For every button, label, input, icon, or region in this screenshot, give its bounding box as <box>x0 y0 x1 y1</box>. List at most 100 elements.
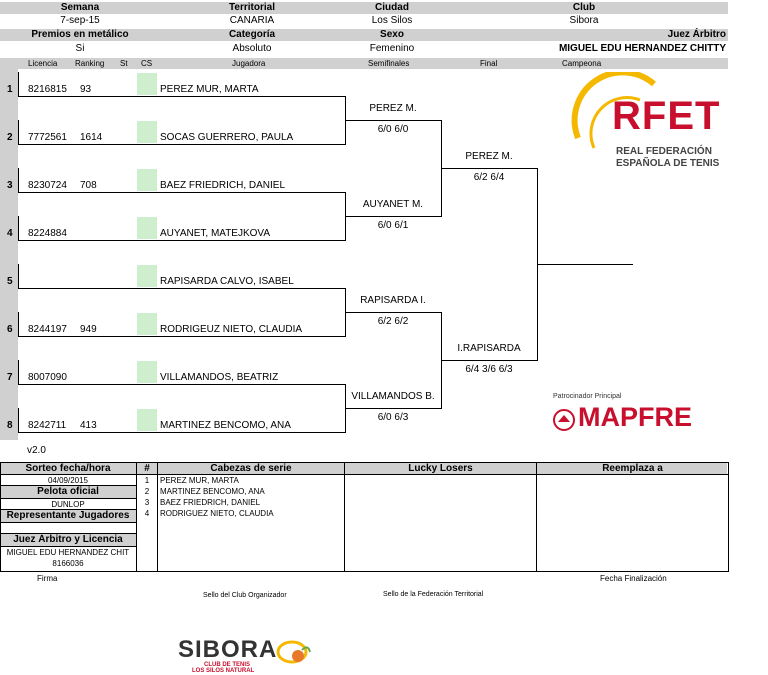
player-number: 3 <box>7 180 13 191</box>
cabezas-label: Cabezas de serie <box>210 463 292 474</box>
player-number: 4 <box>7 228 13 239</box>
reemplaza-label: Reemplaza a <box>602 463 663 474</box>
player-ranking: 413 <box>80 420 97 431</box>
cs-cell <box>137 409 157 431</box>
patrocinador-label: Patrocinador Principal <box>553 393 622 400</box>
player-licencia: 7772561 <box>28 132 67 143</box>
juez-name: MIGUEL EDU HERNANDEZ CHIT <box>6 548 130 557</box>
fecha-fin-label: Fecha Finalización <box>600 574 667 583</box>
player-underline <box>18 384 346 385</box>
bottom-table <box>0 462 729 572</box>
player-underline <box>18 192 346 193</box>
juez-arbitro-label: Juez Árbitro y Licencia <box>13 534 123 545</box>
semana-value: 7-sep-15 <box>60 15 100 26</box>
player-licencia: 8224884 <box>28 228 67 239</box>
player-number: 1 <box>7 84 13 95</box>
semi-name: PEREZ M. <box>369 103 417 114</box>
col-licencia: Licencia <box>28 59 58 68</box>
player-licencia: 8216815 <box>28 84 67 95</box>
player-licencia: 8244197 <box>28 324 67 335</box>
seed-number: 3 <box>144 498 150 507</box>
player-underline <box>18 240 346 241</box>
club-label: Club <box>572 2 596 13</box>
col-jugadora: Jugadora <box>232 59 266 68</box>
semi-underline <box>345 120 441 121</box>
player-ranking: 949 <box>80 324 97 335</box>
player-ranking: 708 <box>80 180 97 191</box>
territorial-value: CANARIA <box>229 15 275 26</box>
sibora-sub1: CLUB DE TENIS <box>204 662 251 668</box>
player-left-border <box>18 168 19 192</box>
player-name: AUYANET, MATEJKOVA <box>160 228 271 239</box>
player-number: 2 <box>7 132 13 143</box>
rfet-logo: RFET REAL FEDERACIÓN ESPAÑOLA DE TENIS <box>568 72 728 172</box>
sello-fed-label: Sello de la Federación Territorial <box>383 591 484 598</box>
sibora-text: SIBORA <box>178 636 278 663</box>
cs-cell <box>137 313 157 335</box>
representante-label: Representante Jugadores <box>6 510 130 521</box>
seed-name: RODRIGUEZ NIETO, CLAUDIA <box>160 509 274 518</box>
final-score: 6/4 3/6 6/3 <box>465 364 513 375</box>
player-underline <box>18 432 346 433</box>
sello-club-label: Sello del Club Organizador <box>203 592 287 599</box>
semi-underline <box>345 312 441 313</box>
player-number: 7 <box>7 372 13 383</box>
lucky-label: Lucky Losers <box>408 463 473 474</box>
player-underline <box>18 288 346 289</box>
player-underline <box>18 144 346 145</box>
mapfre-icon <box>553 409 575 431</box>
firma-label: Firma <box>37 574 58 583</box>
col-st: St <box>120 59 128 68</box>
semi-name: RAPISARDA I. <box>360 295 426 306</box>
rfet-line2: ESPAÑOLA DE TENIS <box>616 158 720 169</box>
player-number: 6 <box>7 324 13 335</box>
mapfre-logo: MAPFRE <box>552 402 724 432</box>
player-licencia: 8242711 <box>28 420 67 431</box>
player-left-border <box>18 120 19 144</box>
player-name: BAEZ FRIEDRICH, DANIEL <box>160 180 286 191</box>
sibora-logo: SIBORA CLUB DE TENIS LOS SILOS NATURAL <box>178 636 318 674</box>
cs-cell <box>137 73 157 95</box>
cs-cell <box>137 169 157 191</box>
seed-number: 2 <box>144 487 150 496</box>
seed-number: 4 <box>144 509 150 518</box>
juez-label: Juez Árbitro <box>667 29 726 40</box>
final-score: 6/2 6/4 <box>473 172 505 183</box>
sibora-ball-icon <box>276 640 311 664</box>
col-cs: CS <box>141 59 153 68</box>
rfet-line1: REAL FEDERACIÓN <box>616 146 712 157</box>
semana-label: Semana <box>60 2 100 13</box>
final-name: I.RAPISARDA <box>457 343 521 354</box>
territorial-label: Territorial <box>229 2 275 13</box>
cs-cell <box>137 265 157 287</box>
col-final: Final <box>480 59 498 68</box>
player-number: 8 <box>7 420 13 431</box>
version-label: v2.0 <box>27 445 46 456</box>
seed-number: 1 <box>144 476 150 485</box>
col-ranking: Ranking <box>75 59 105 68</box>
sorteo-label: Sorteo fecha/hora <box>25 463 111 474</box>
categoria-label: Categoría <box>228 29 276 40</box>
player-left-border <box>18 360 19 384</box>
juez-licencia: 8166036 <box>52 559 84 568</box>
mapfre-text: MAPFRE <box>578 402 692 432</box>
tennis-ball-arc-icon <box>571 72 656 149</box>
cs-cell <box>137 217 157 239</box>
player-ranking: 93 <box>80 84 92 95</box>
col-campeona: Campeona <box>562 59 602 68</box>
semi-name: AUYANET M. <box>362 199 424 210</box>
seed-name: PEREZ MUR, MARTA <box>160 476 239 485</box>
player-name: RODRIGEUZ NIETO, CLAUDIA <box>160 324 303 335</box>
sorteo-value: 04/09/2015 <box>47 476 89 485</box>
player-left-border <box>18 312 19 336</box>
juez-value: MIGUEL EDU HERNANDEZ CHITTY <box>558 43 726 54</box>
cs-cell <box>137 121 157 143</box>
player-name: PEREZ MUR, MARTA <box>160 84 259 95</box>
player-name: MARTINEZ BENCOMO, ANA <box>160 420 291 431</box>
final-underline <box>441 168 537 169</box>
player-name: RAPISARDA CALVO, ISABEL <box>160 276 294 287</box>
rfet-text: RFET <box>612 94 721 138</box>
player-left-border <box>18 216 19 240</box>
champion-underline <box>537 264 633 265</box>
ciudad-label: Ciudad <box>375 2 409 13</box>
